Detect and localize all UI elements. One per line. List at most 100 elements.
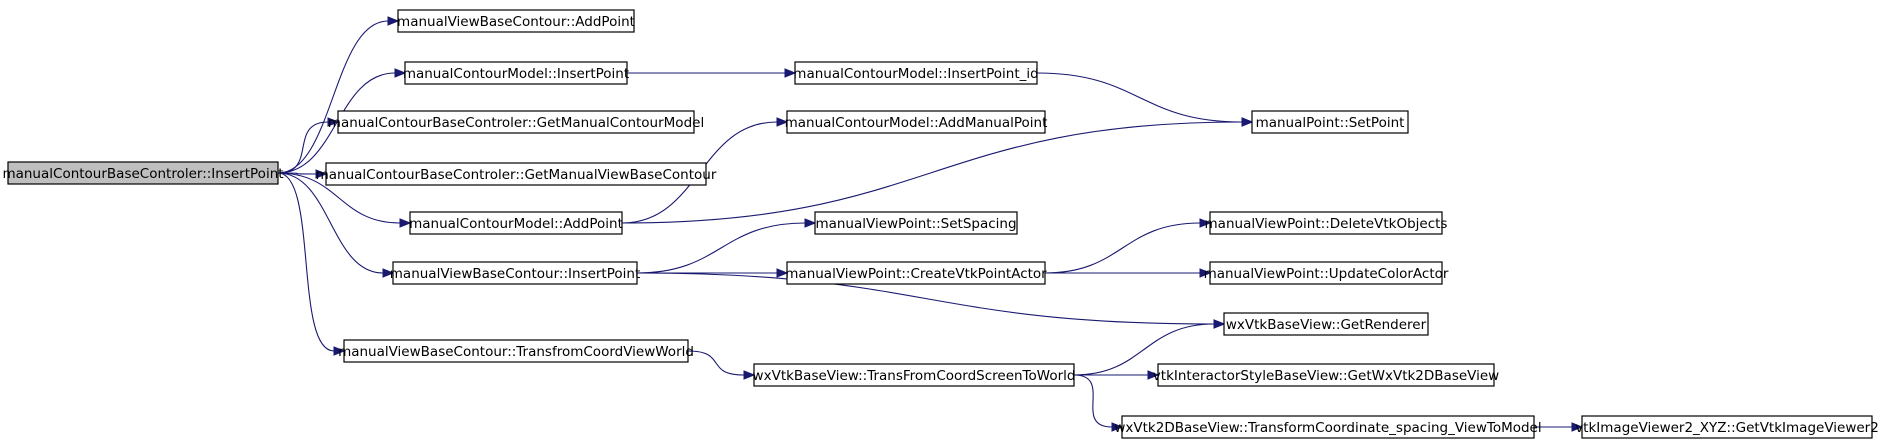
arrowhead — [743, 370, 756, 380]
node-label: manualPoint::SetPoint — [1256, 115, 1405, 131]
node-box — [1209, 211, 1443, 235]
edge-mcm-insertpoint-id-to-mp-setpoint — [1036, 72, 1254, 127]
node-box — [1581, 415, 1873, 439]
node-label: manualContourModel::AddManualPoint — [785, 115, 1048, 131]
node-box — [794, 61, 1038, 85]
node-label: manualViewBaseContour::TransfromCoordVie… — [338, 344, 694, 360]
node-wx2d-transform[interactable]: wxVtk2DBaseView::TransformCoordinate_spa… — [1114, 415, 1542, 439]
arrowhead — [804, 218, 817, 228]
node-mcbc-getview[interactable]: manualContourBaseControler::GetManualVie… — [316, 162, 717, 186]
arrowhead — [394, 68, 407, 78]
node-vtk-getviewer[interactable]: vtkImageViewer2_XYZ::GetVtkImageViewer2 — [1575, 415, 1879, 439]
node-root[interactable]: manualContourBaseControler::InsertPoint — [2, 161, 284, 185]
edge-root-to-mcm-addpoint — [277, 172, 412, 228]
node-mcm-addpoint[interactable]: manualContourModel::AddPoint — [409, 211, 623, 235]
arrowhead — [784, 68, 797, 78]
node-mvp-createactor[interactable]: manualViewPoint::CreateVtkPointActor — [785, 261, 1047, 285]
node-box — [397, 9, 635, 33]
arrowhead — [776, 268, 789, 278]
arrowhead — [1111, 422, 1124, 432]
node-mcm-addmanualpoint[interactable]: manualContourModel::AddManualPoint — [785, 110, 1048, 134]
arrowhead — [382, 268, 395, 278]
edge-line — [636, 222, 806, 274]
node-box — [7, 161, 279, 185]
edge-line — [636, 272, 1215, 325]
node-mcm-insertpoint[interactable]: manualContourModel::InsertPoint — [403, 61, 629, 85]
node-mcm-insertpoint-id[interactable]: manualContourModel::InsertPoint_id — [793, 61, 1039, 85]
arrowhead — [1147, 370, 1160, 380]
arrowhead — [1241, 117, 1254, 127]
node-vbc-transfrom[interactable]: manualViewBaseContour::TransfromCoordVie… — [338, 339, 694, 363]
node-wx-transfrom[interactable]: wxVtkBaseView::TransFromCoordScreenToWor… — [753, 363, 1076, 387]
node-box — [1223, 312, 1429, 336]
node-wx-getrenderer[interactable]: wxVtkBaseView::GetRenderer — [1223, 312, 1429, 336]
arrowhead — [1199, 218, 1212, 228]
node-label: manualViewPoint::UpdateColorActor — [1204, 266, 1449, 282]
node-box — [337, 110, 695, 134]
edge-line — [1073, 323, 1215, 376]
arrowhead — [333, 346, 346, 356]
node-vbc-addpoint[interactable]: manualViewBaseContour::AddPoint — [397, 9, 635, 33]
node-box — [1157, 363, 1495, 387]
node-box — [814, 211, 1018, 235]
edge-line — [621, 121, 1243, 224]
edge-line — [277, 20, 389, 174]
edge-root-to-vbc-insertpoint — [277, 172, 395, 278]
node-label: manualContourModel::AddPoint — [409, 216, 623, 232]
node-vbc-insertpoint[interactable]: manualViewBaseContour::InsertPoint — [390, 261, 640, 285]
node-vtk-getwx2d[interactable]: vtkInteractorStyleBaseView::GetWxVtk2DBa… — [1153, 363, 1499, 387]
edge-line — [1036, 72, 1243, 123]
edge-wx-transfrom-to-wx2d-transform — [1073, 374, 1124, 432]
edge-line — [1073, 374, 1113, 428]
node-label: vtkImageViewer2_XYZ::GetVtkImageViewer2 — [1575, 420, 1879, 436]
node-box — [409, 211, 623, 235]
node-box — [1121, 415, 1535, 439]
nodes-layer: manualContourBaseControler::InsertPointm… — [2, 9, 1879, 439]
edge-mcm-insertpoint-to-mcm-insertpoint-id — [627, 68, 797, 78]
edge-mvp-createactor-to-mvp-deletevtk — [1044, 218, 1212, 274]
edge-line — [687, 350, 745, 376]
arrowhead — [1199, 268, 1212, 278]
edges-layer — [277, 16, 1584, 432]
edge-mcm-addpoint-to-mp-setpoint — [621, 117, 1254, 224]
arrowhead — [776, 117, 789, 127]
node-label: manualViewBaseContour::AddPoint — [397, 14, 635, 30]
node-box — [325, 162, 707, 186]
edge-root-to-vbc-transfrom — [277, 172, 346, 356]
edge-wx-transfrom-to-wx-getrenderer — [1073, 319, 1226, 376]
edge-line — [1044, 222, 1201, 274]
node-box — [786, 261, 1046, 285]
arrowhead — [399, 218, 412, 228]
node-label: manualContourBaseControler::GetManualVie… — [316, 167, 717, 183]
node-label: wxVtkBaseView::GetRenderer — [1226, 317, 1427, 333]
node-label: manualViewPoint::CreateVtkPointActor — [785, 266, 1047, 282]
node-label: manualContourBaseControler::GetManualCon… — [328, 115, 704, 131]
node-label: manualContourModel::InsertPoint — [403, 66, 629, 82]
node-mcbc-getmodel[interactable]: manualContourBaseControler::GetManualCon… — [328, 110, 704, 134]
node-label: vtkInteractorStyleBaseView::GetWxVtk2DBa… — [1153, 368, 1499, 384]
edge-mvp-createactor-to-mvp-updatecolor — [1045, 268, 1212, 278]
arrowhead — [315, 169, 328, 179]
edge-root-to-mcbc-getmodel — [277, 117, 340, 174]
edge-line — [277, 172, 384, 274]
node-mvp-deletevtk[interactable]: manualViewPoint::DeleteVtkObjects — [1205, 211, 1448, 235]
node-mvp-setspacing[interactable]: manualViewPoint::SetSpacing — [814, 211, 1018, 235]
node-box — [343, 339, 689, 363]
node-label: manualViewBaseContour::InsertPoint — [390, 266, 640, 282]
node-box — [404, 61, 628, 85]
node-box — [1251, 110, 1409, 134]
node-label: wxVtkBaseView::TransFromCoordScreenToWor… — [753, 368, 1076, 384]
arrowhead — [327, 117, 340, 127]
edge-root-to-vbc-addpoint — [277, 16, 400, 174]
edge-wx-transfrom-to-vtk-getwx2d — [1074, 370, 1160, 380]
node-mp-setpoint[interactable]: manualPoint::SetPoint — [1251, 110, 1409, 134]
edge-vbc-transfrom-to-wx-transfrom — [687, 350, 756, 380]
node-mvp-updatecolor[interactable]: manualViewPoint::UpdateColorActor — [1204, 261, 1449, 285]
node-label: wxVtk2DBaseView::TransformCoordinate_spa… — [1114, 420, 1541, 436]
node-label: manualViewPoint::SetSpacing — [815, 216, 1016, 232]
edge-vbc-insertpoint-to-mvp-setspacing — [636, 218, 817, 274]
edge-line — [277, 172, 335, 352]
arrowhead — [387, 16, 400, 26]
node-label: manualContourModel::InsertPoint_id — [793, 66, 1038, 82]
